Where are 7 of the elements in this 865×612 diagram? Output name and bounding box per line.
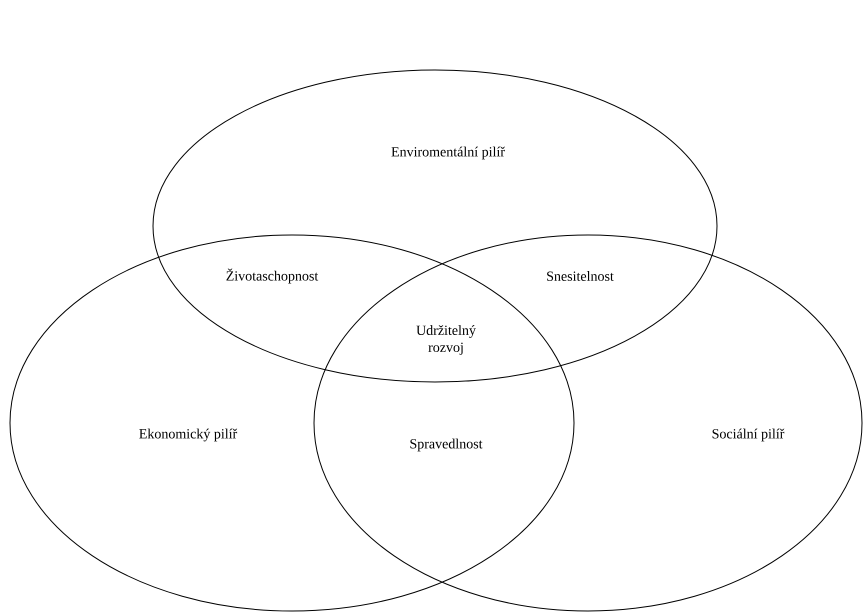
region-label: Spravedlnost: [410, 438, 482, 452]
region-label: Životaschopnost: [226, 268, 318, 284]
pillar-label: Sociální pilíř: [712, 428, 784, 442]
region-label: Udržitelný rozvoj: [416, 325, 476, 355]
region-label: Snesitelnost: [547, 271, 614, 281]
pillar-label: Ekonomický pilíř: [139, 428, 238, 442]
pillar-label: Enviromentální pilíř: [391, 146, 505, 160]
